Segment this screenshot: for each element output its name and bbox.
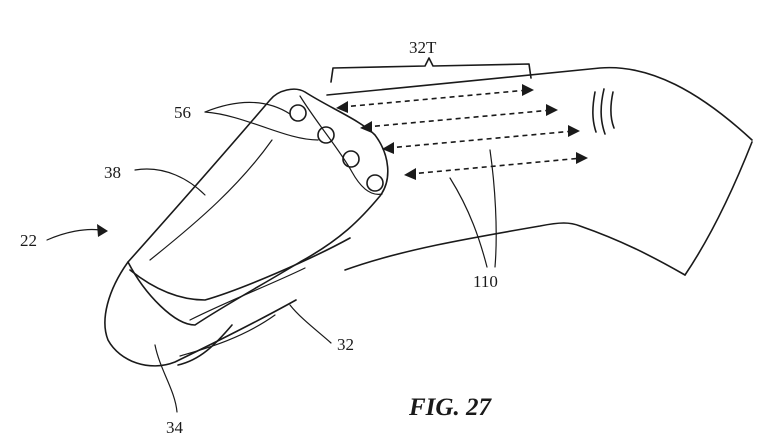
touch-sensing-arrows-110 bbox=[336, 84, 588, 180]
leader-34 bbox=[155, 345, 177, 412]
housing-side-line bbox=[190, 268, 305, 320]
leader-32 bbox=[290, 305, 331, 343]
arrowhead-2b bbox=[546, 104, 558, 116]
label-38: 38 bbox=[104, 163, 121, 182]
sensor-2 bbox=[318, 127, 334, 143]
leader-110-a bbox=[450, 178, 487, 267]
dash-arrow-1 bbox=[342, 90, 528, 107]
figure-caption: FIG. 27 bbox=[408, 394, 492, 421]
arrowhead-4a bbox=[404, 168, 416, 180]
arrowhead-1b bbox=[522, 84, 534, 96]
fingerpad-34 bbox=[178, 325, 232, 365]
dash-arrow-3 bbox=[388, 131, 574, 148]
sensor-4 bbox=[367, 175, 383, 191]
dash-arrow-4 bbox=[410, 158, 582, 174]
arrowhead-2a bbox=[360, 121, 372, 133]
finger-bottom-edge bbox=[345, 223, 685, 275]
leader-56-a bbox=[205, 103, 290, 115]
finger-right-edge bbox=[685, 142, 752, 275]
label-32: 32 bbox=[337, 335, 354, 354]
leader-22 bbox=[47, 229, 100, 240]
label-32T: 32T bbox=[409, 38, 437, 57]
label-22: 22 bbox=[20, 231, 37, 250]
finger-top-edge bbox=[327, 68, 752, 140]
dash-arrow-2 bbox=[366, 110, 552, 127]
sensor-3 bbox=[343, 151, 359, 167]
label-34: 34 bbox=[166, 418, 184, 437]
leader-38 bbox=[135, 169, 205, 195]
knuckle-crease-3 bbox=[611, 92, 614, 128]
knuckle-crease-1 bbox=[593, 92, 596, 132]
finger-outline bbox=[327, 68, 752, 275]
leader-110-b bbox=[490, 150, 496, 267]
label-56: 56 bbox=[174, 103, 191, 122]
sensor-1 bbox=[290, 105, 306, 121]
housing-band-edge bbox=[300, 96, 382, 194]
leader-lines bbox=[47, 103, 496, 413]
arrowhead-22 bbox=[97, 224, 108, 237]
leader-56-b bbox=[205, 112, 318, 140]
label-110: 110 bbox=[473, 272, 498, 291]
arrowhead-3b bbox=[568, 125, 580, 137]
housing-crease bbox=[150, 140, 272, 260]
knuckle-crease-2 bbox=[601, 89, 605, 134]
arrowhead-4b bbox=[576, 152, 588, 164]
housing-inner-edge bbox=[130, 238, 350, 300]
